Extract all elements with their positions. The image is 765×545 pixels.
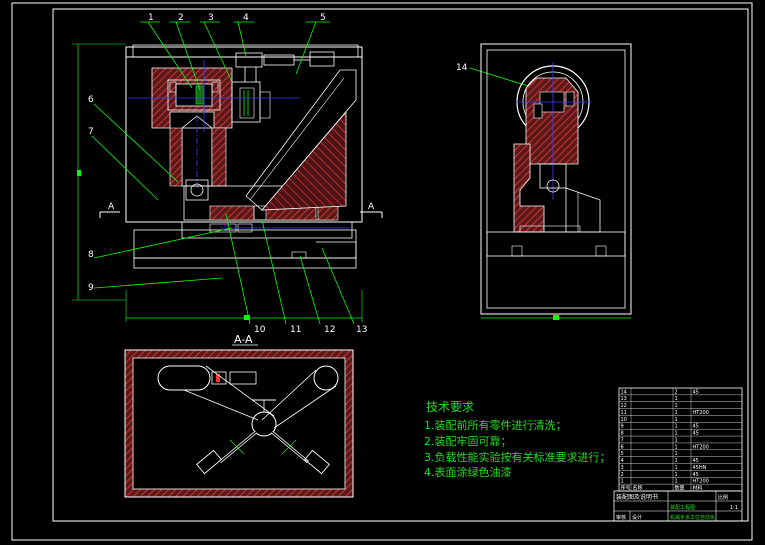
parts-cell: 10	[621, 417, 627, 423]
leader-labels: 1 2 3 4 5 6 7 8 9 10 11 12 13 14	[88, 13, 468, 335]
parts-cell: HT200	[693, 444, 709, 450]
parts-cell: 1	[675, 437, 678, 443]
title-line-1: 装配工程图	[670, 504, 695, 511]
parts-list-frame	[618, 387, 743, 492]
parts-cell: 1	[675, 417, 678, 423]
side-view	[480, 43, 632, 320]
parts-cell: 45	[693, 389, 699, 395]
leader-label-6: 6	[88, 95, 94, 105]
parts-cell: 12	[621, 403, 627, 409]
parts-cell: 1	[675, 410, 678, 416]
leader-label-7: 7	[88, 127, 94, 137]
column-left-section	[169, 127, 183, 187]
view-label-aa: A-A	[234, 333, 253, 346]
section-mark-left: A	[108, 202, 115, 212]
title-scale-label: 比例	[718, 494, 728, 501]
section-aa-view	[124, 349, 354, 498]
frame-marker-left	[77, 170, 81, 176]
parts-cell: 2	[675, 389, 678, 395]
leader-label-4: 4	[243, 13, 249, 23]
tech-note-2: 2.装配牢固可靠；	[424, 434, 512, 448]
slide-rail-section	[209, 205, 255, 221]
side-view-outer	[480, 43, 632, 315]
parts-cell: 名称	[633, 485, 643, 492]
parts-cell: 11	[621, 410, 627, 416]
leader-label-2: 2	[178, 13, 184, 23]
parts-cell: 1	[675, 479, 678, 485]
title-school: 装配图及说明书	[616, 493, 658, 501]
parts-cell: 数量	[675, 485, 685, 492]
front-view: A A	[72, 43, 383, 322]
parts-cell: 45	[693, 458, 699, 464]
leader-label-1: 1	[148, 13, 154, 23]
parts-cell: 5	[621, 451, 624, 457]
leader-label-10: 10	[254, 325, 266, 335]
outer-frame	[11, 2, 753, 541]
parts-cell: 1	[675, 431, 678, 437]
parts-cell: 9	[621, 424, 624, 430]
parts-cell: 45	[693, 431, 699, 437]
leader-label-11: 11	[290, 325, 301, 335]
leader-label-13: 13	[356, 325, 367, 335]
leader-label-9: 9	[88, 283, 94, 293]
leader-label-8: 8	[88, 250, 94, 260]
leader-label-5: 5	[320, 13, 326, 23]
parts-cell: 1	[675, 472, 678, 478]
parts-cell: 8	[621, 431, 624, 437]
parts-cell: 7	[621, 437, 624, 443]
parts-cell: 2	[621, 472, 624, 478]
leader-label-3: 3	[208, 13, 214, 23]
parts-cell: 45	[693, 424, 699, 430]
leader-label-14: 14	[456, 63, 468, 73]
parts-cell: 1	[675, 458, 678, 464]
parts-cell: 1	[675, 396, 678, 402]
parts-cell: 13	[621, 396, 627, 402]
leader-label-12: 12	[324, 325, 335, 335]
title-sheet: 1:1	[730, 505, 738, 511]
title-line-2: 机械手多工位自动化	[670, 514, 715, 521]
parts-cell: 1	[675, 465, 678, 471]
title-checker: 审核	[616, 514, 626, 521]
parts-cell: 6	[621, 444, 624, 450]
tech-note-4: 4.表面涂绿色油漆	[424, 465, 512, 479]
section-mark-right: A	[368, 202, 375, 212]
parts-cell: 4	[621, 458, 624, 464]
parts-cell: 材料	[693, 485, 703, 492]
tech-notes: 技术要求 1.装配前所有零件进行清洗； 2.装配牢固可靠； 3.负载性能实验按有…	[424, 400, 611, 479]
inner-frame	[52, 8, 749, 522]
parts-cell: 1	[621, 479, 624, 485]
side-view-inner	[486, 49, 626, 309]
parts-cell: 1	[675, 424, 678, 430]
parts-cell: HT200	[693, 410, 709, 416]
parts-cell: 45	[693, 472, 699, 478]
parts-cell: 1	[675, 444, 678, 450]
parts-cell: 3	[621, 465, 624, 471]
parts-cell: HT200	[693, 479, 709, 485]
parts-cell: 序号	[621, 485, 631, 492]
parts-cell: 1	[675, 451, 678, 457]
parts-cell: 1	[675, 403, 678, 409]
title-block-frame	[613, 490, 743, 522]
tech-note-3: 3.负载性能实验按有关标准要求进行；	[424, 450, 611, 464]
parts-cell: 14	[621, 389, 627, 395]
tech-note-1: 1.装配前所有零件进行清洗；	[424, 418, 567, 432]
arm-boom	[245, 69, 357, 211]
part-leaders	[91, 21, 529, 325]
column-right-section	[211, 127, 227, 187]
parts-cell: 45HN	[693, 465, 707, 471]
side-head-section	[525, 77, 579, 165]
tech-notes-title: 技术要求	[426, 400, 474, 414]
title-designer: 设计	[632, 514, 642, 521]
